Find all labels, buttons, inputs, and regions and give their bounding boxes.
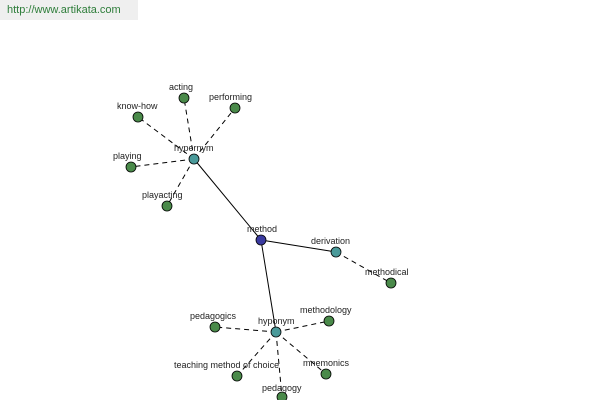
edge-hypernym-to-playing — [130, 158, 195, 168]
node-methodology[interactable] — [323, 315, 335, 327]
node-playing[interactable] — [125, 161, 137, 173]
edges-layer — [130, 97, 392, 398]
node-label-method[interactable]: method — [247, 224, 277, 234]
edge-method-to-derivation — [260, 239, 337, 253]
node-label-mnemonics[interactable]: mnemonics — [303, 358, 350, 368]
node-methodical[interactable] — [385, 277, 397, 289]
node-label-methodology[interactable]: methodology — [300, 305, 352, 315]
node-label-playacting[interactable]: playacting — [142, 190, 183, 200]
node-hyponym[interactable] — [270, 326, 282, 338]
node-pedagogy[interactable] — [276, 391, 288, 400]
node-know-how[interactable] — [132, 111, 144, 123]
edge-derivation-to-methodical — [335, 251, 392, 284]
node-method[interactable] — [255, 234, 267, 246]
edge-hyponym-to-methodology — [275, 320, 330, 333]
edge-hyponym-to-teaching-method-of-choice — [236, 331, 277, 377]
node-hypernym[interactable] — [188, 153, 200, 165]
edge-method-to-hypernym — [193, 158, 262, 241]
site-url-link[interactable]: http://www.artikata.com — [7, 4, 121, 16]
node-label-pedagogy[interactable]: pedagogy — [262, 383, 302, 393]
edge-hyponym-to-pedagogics — [214, 326, 277, 333]
edge-hypernym-to-performing — [193, 107, 236, 160]
edge-hypernym-to-playacting — [166, 158, 195, 207]
node-acting[interactable] — [178, 92, 190, 104]
node-label-derivation[interactable]: derivation — [311, 236, 350, 246]
edge-hyponym-to-pedagogy — [275, 331, 283, 398]
url-bar: http://www.artikata.com — [0, 0, 138, 20]
node-playacting[interactable] — [161, 200, 173, 212]
node-performing[interactable] — [229, 102, 241, 114]
node-mnemonics[interactable] — [320, 368, 332, 380]
node-pedagogics[interactable] — [209, 321, 221, 333]
node-label-know-how[interactable]: know-how — [117, 101, 158, 111]
labels-layer: method hypernym derivation hyponym acting per… — [113, 82, 409, 393]
node-label-hypernym[interactable]: hypernym — [174, 143, 214, 153]
nodes-layer — [125, 92, 397, 400]
node-label-hyponym[interactable]: hyponym — [258, 316, 295, 326]
node-derivation[interactable] — [330, 246, 342, 258]
edge-hyponym-to-mnemonics — [275, 331, 327, 375]
edge-method-to-hyponym — [260, 239, 277, 333]
node-label-pedagogics[interactable]: pedagogics — [190, 311, 237, 321]
edge-hypernym-to-know-how — [137, 116, 195, 160]
node-label-playing[interactable]: playing — [113, 151, 142, 161]
node-label-methodical[interactable]: methodical — [365, 267, 409, 277]
node-label-performing[interactable]: performing — [209, 92, 252, 102]
edge-hypernym-to-acting — [183, 97, 195, 160]
node-label-acting[interactable]: acting — [169, 82, 193, 92]
node-label-teaching-method-of-choice[interactable]: teaching method of choice — [174, 360, 279, 370]
node-teaching-method-of-choice[interactable] — [231, 370, 243, 382]
